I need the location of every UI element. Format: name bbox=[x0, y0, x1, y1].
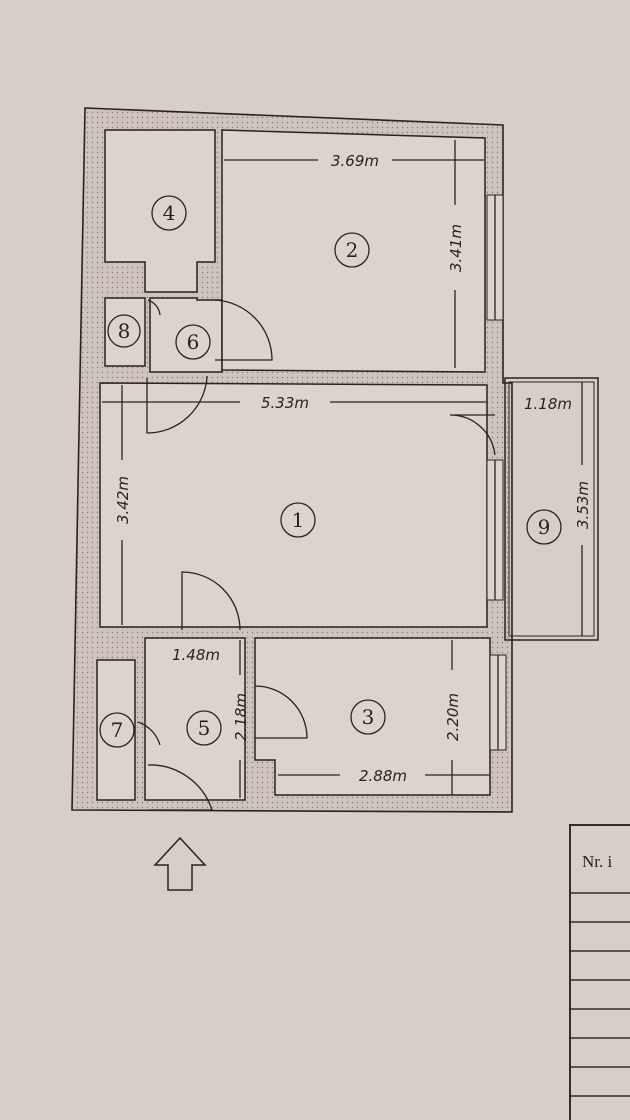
room-3 bbox=[254, 637, 491, 796]
room-label-3: 3 bbox=[350, 699, 386, 735]
room-1 bbox=[99, 382, 488, 628]
room-5 bbox=[144, 637, 246, 801]
dim-balcony-width: 1.18m bbox=[524, 395, 572, 413]
svg-text:6: 6 bbox=[187, 330, 200, 354]
room-label-6: 6 bbox=[175, 324, 211, 360]
room-label-9: 9 bbox=[526, 509, 562, 545]
svg-text:8: 8 bbox=[118, 319, 131, 343]
room-label-8: 8 bbox=[107, 314, 141, 348]
dim-room3-depth: 2.20m bbox=[444, 693, 462, 741]
dim-hall-width: 1.48m bbox=[172, 646, 220, 664]
svg-text:9: 9 bbox=[538, 515, 551, 539]
table-header: Nr. i bbox=[582, 852, 613, 871]
svg-text:1: 1 bbox=[292, 508, 305, 532]
dim-balcony-length: 3.53m bbox=[574, 481, 592, 529]
room-label-5: 5 bbox=[186, 710, 222, 746]
svg-text:3: 3 bbox=[362, 705, 375, 729]
room-label-2: 2 bbox=[334, 232, 370, 268]
room-8 bbox=[104, 297, 146, 367]
dim-room2-depth: 3.41m bbox=[447, 224, 465, 272]
room-label-7: 7 bbox=[99, 712, 135, 748]
up-arrow-icon bbox=[153, 836, 207, 891]
svg-text:2: 2 bbox=[346, 238, 359, 262]
dim-room3-width: 2.88m bbox=[359, 767, 407, 785]
dim-hall-depth: 2.18m bbox=[232, 693, 250, 741]
svg-text:7: 7 bbox=[111, 718, 124, 742]
dimension-lines bbox=[102, 140, 583, 798]
room-label-1: 1 bbox=[280, 502, 316, 538]
svg-text:5: 5 bbox=[198, 716, 211, 740]
dim-room1-width: 5.33m bbox=[261, 394, 309, 412]
svg-text:4: 4 bbox=[163, 201, 176, 225]
balcony bbox=[504, 377, 599, 641]
doors bbox=[137, 299, 496, 811]
dim-room2-width: 3.69m bbox=[331, 152, 379, 170]
info-table: Nr. i bbox=[569, 824, 630, 1120]
windows bbox=[486, 194, 507, 751]
room-2 bbox=[221, 129, 486, 373]
room-label-4: 4 bbox=[151, 195, 187, 231]
dim-room1-depth: 3.42m bbox=[114, 476, 132, 524]
room-4 bbox=[104, 129, 216, 293]
room-7 bbox=[96, 659, 136, 801]
